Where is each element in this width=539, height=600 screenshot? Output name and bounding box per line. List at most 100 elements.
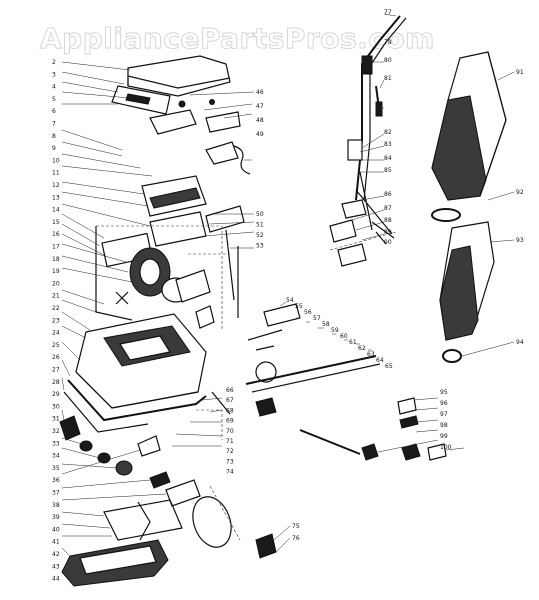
callout-38: 38 [52, 502, 60, 509]
callouts-right: 91 92 93 94 [516, 69, 524, 346]
callout-60: 60 [340, 333, 348, 340]
callout-64: 64 [376, 357, 384, 364]
callout-67: 67 [226, 397, 234, 404]
callout-27: 27 [52, 367, 60, 374]
callout-30: 30 [52, 403, 60, 410]
callout-4: 4 [52, 84, 56, 91]
callout-32: 32 [52, 428, 60, 435]
callout-49: 49 [256, 131, 264, 138]
callout-12: 12 [52, 182, 60, 189]
callout-54: 54 [286, 297, 294, 304]
callout-13: 13 [52, 194, 60, 201]
callout-61: 61 [349, 339, 357, 346]
dust-bag-drawing [431, 51, 507, 363]
callout-89: 89 [384, 229, 392, 236]
callout-82: 82 [384, 129, 392, 136]
callout-48: 48 [256, 117, 264, 124]
callout-65: 65 [385, 363, 393, 370]
callout-80: 80 [384, 57, 392, 64]
callout-43: 43 [52, 563, 60, 570]
callout-70: 70 [226, 428, 234, 435]
callout-84: 84 [384, 155, 392, 162]
callouts-left: 2345678910111213141516171819202122232425… [52, 59, 60, 583]
callout-86: 86 [384, 191, 392, 198]
callout-69: 69 [226, 418, 234, 425]
callout-52: 52 [256, 232, 264, 239]
callout-92: 92 [516, 189, 524, 196]
leader-lines [61, 13, 515, 573]
callout-33: 33 [52, 440, 60, 447]
callout-78: 78 [384, 39, 392, 46]
callout-56: 56 [304, 309, 312, 316]
callout-31: 31 [52, 416, 60, 423]
callout-15: 15 [52, 219, 60, 226]
callout-19: 19 [52, 268, 60, 275]
callout-77: 77 [384, 9, 392, 16]
callout-40: 40 [52, 526, 60, 533]
callout-99: 99 [440, 433, 448, 440]
callout-17: 17 [52, 244, 60, 251]
callout-7: 7 [52, 121, 56, 128]
callout-91: 91 [516, 69, 524, 76]
callout-10: 10 [52, 157, 60, 164]
callout-57: 57 [313, 315, 321, 322]
callout-76: 76 [292, 535, 300, 542]
callout-97: 97 [440, 411, 448, 418]
callout-39: 39 [52, 514, 60, 521]
watermark-text: AppliancePartsPros.com [40, 22, 435, 55]
callout-90: 90 [384, 239, 392, 246]
callout-29: 29 [52, 391, 60, 398]
callout-22: 22 [52, 305, 60, 312]
callout-46: 46 [256, 89, 264, 96]
callout-20: 20 [52, 280, 60, 287]
callout-6: 6 [52, 108, 56, 115]
callout-53: 53 [256, 243, 264, 250]
callout-66: 66 [226, 387, 234, 394]
callout-37: 37 [52, 490, 60, 497]
callout-73: 73 [226, 458, 234, 465]
callout-93: 93 [516, 237, 524, 244]
callout-95: 95 [440, 389, 448, 396]
callout-26: 26 [52, 354, 60, 361]
callout-96: 96 [440, 400, 448, 407]
callouts-bottom: 75 76 [292, 523, 300, 542]
callout-75: 75 [292, 523, 300, 530]
callout-11: 11 [52, 170, 60, 177]
callout-3: 3 [52, 71, 56, 78]
hood-cover-drawing [111, 55, 251, 175]
callout-94: 94 [516, 339, 524, 346]
callout-68: 68 [226, 407, 234, 414]
callouts-bottom-center: 66 67 68 69 70 71 72 73 74 [226, 387, 234, 476]
callout-74: 74 [226, 469, 234, 476]
callout-63: 63 [367, 351, 375, 358]
callout-62: 62 [358, 345, 366, 352]
callout-100: 100 [440, 444, 452, 451]
callout-51: 51 [256, 222, 264, 229]
callout-21: 21 [52, 293, 60, 300]
callout-16: 16 [52, 231, 60, 238]
callout-25: 25 [52, 342, 60, 349]
callout-5: 5 [52, 96, 56, 103]
callout-2: 2 [52, 59, 56, 66]
reference-lines [96, 225, 397, 541]
callout-81: 81 [384, 75, 392, 82]
callout-34: 34 [52, 453, 60, 460]
callout-36: 36 [52, 477, 60, 484]
callout-44: 44 [52, 576, 60, 583]
callout-24: 24 [52, 330, 60, 337]
motor-assembly-drawing [95, 175, 245, 329]
callout-71: 71 [226, 438, 234, 445]
callout-23: 23 [52, 317, 60, 324]
callout-14: 14 [52, 207, 60, 214]
callout-58: 58 [322, 321, 330, 328]
callouts-center-top: 46 47 48 49 [256, 89, 264, 138]
callout-8: 8 [52, 133, 56, 140]
callout-47: 47 [256, 103, 264, 110]
callout-72: 72 [226, 448, 234, 455]
callout-59: 59 [331, 327, 339, 334]
